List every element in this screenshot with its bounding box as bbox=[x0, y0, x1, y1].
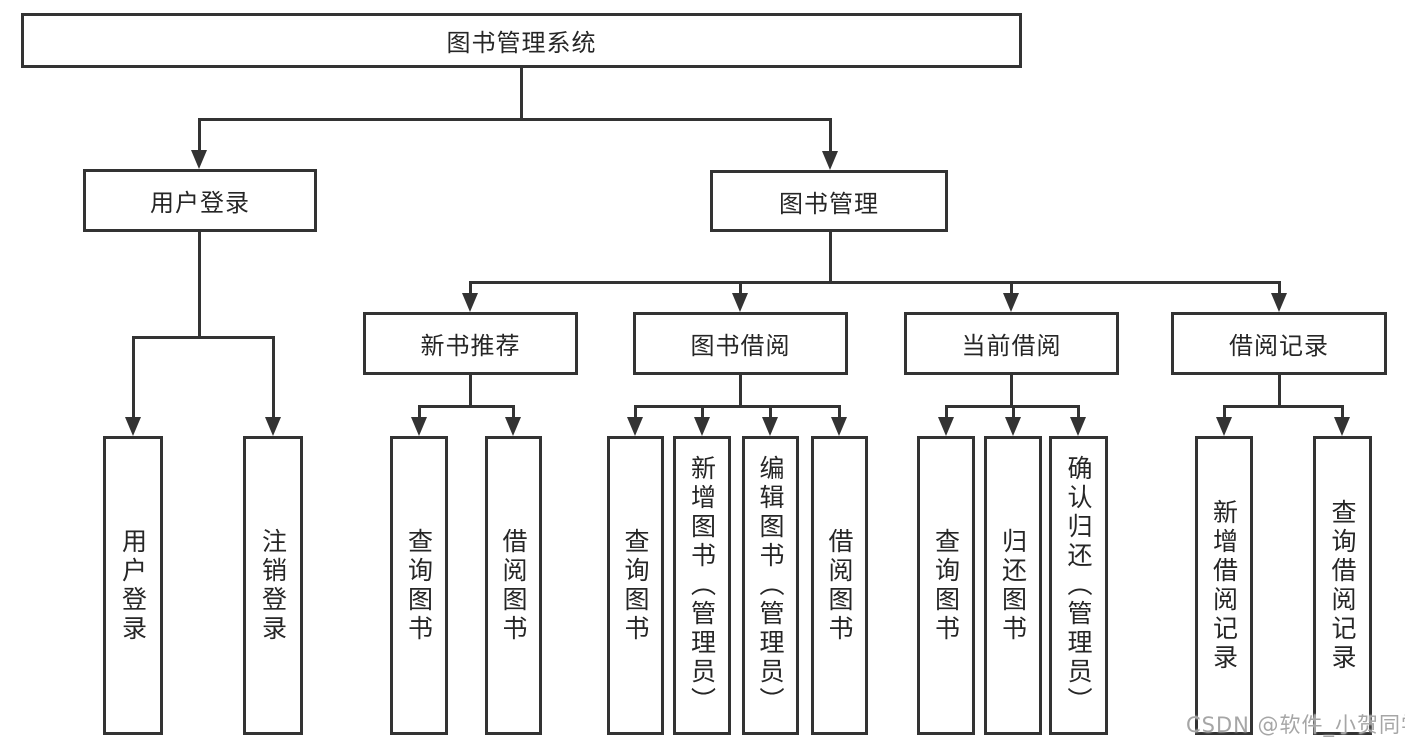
leaf-return-books: 归还图书 bbox=[984, 436, 1042, 735]
connector-book-management-stem bbox=[829, 232, 832, 284]
arrow-down-icon bbox=[265, 417, 281, 436]
node-book-borrowing: 图书借阅 bbox=[633, 312, 848, 375]
connector-drop-book-management bbox=[829, 118, 832, 154]
connector-drop-leaf-user-login bbox=[132, 336, 135, 419]
arrow-down-icon bbox=[762, 417, 778, 436]
node-book-management: 图书管理 bbox=[710, 170, 948, 232]
leaf-add-borrow-record: 新增借阅记录 bbox=[1195, 436, 1253, 735]
connector-new-book-stem bbox=[469, 375, 472, 408]
node-new-book-recommendation: 新书推荐 bbox=[363, 312, 578, 375]
leaf-logout: 注销登录 bbox=[243, 436, 303, 735]
connector-drop bbox=[701, 405, 704, 419]
leaf-add-books-admin: 新增图书（管理员） bbox=[673, 436, 731, 735]
connector-book-borrow-split bbox=[634, 405, 841, 408]
arrow-down-icon bbox=[831, 417, 847, 436]
connector-drop-current-borrow bbox=[1010, 281, 1013, 296]
connector-drop bbox=[838, 405, 841, 419]
node-borrowing-records: 借阅记录 bbox=[1171, 312, 1387, 375]
arrow-down-icon bbox=[938, 417, 954, 436]
arrow-down-icon bbox=[627, 417, 643, 436]
connector-root-split bbox=[198, 118, 832, 121]
leaf-query-books-current: 查询图书 bbox=[917, 436, 975, 735]
node-user-login: 用户登录 bbox=[83, 169, 317, 232]
connector-drop bbox=[1223, 405, 1226, 419]
connector-drop bbox=[634, 405, 637, 419]
connector-drop bbox=[1077, 405, 1080, 419]
connector-drop bbox=[512, 405, 515, 419]
leaf-confirm-return-admin: 确认归还（管理员） bbox=[1049, 436, 1108, 735]
leaf-query-books-borrow: 查询图书 bbox=[607, 436, 664, 735]
connector-borrow-records-split bbox=[1223, 405, 1344, 408]
connector-user-login-stem bbox=[198, 232, 201, 339]
node-current-borrowing: 当前借阅 bbox=[904, 312, 1119, 375]
connector-user-login-split bbox=[132, 336, 275, 339]
connector-drop-leaf-logout bbox=[272, 336, 275, 419]
arrow-down-icon bbox=[1334, 417, 1350, 436]
arrow-down-icon bbox=[1070, 417, 1086, 436]
connector-new-book-split bbox=[418, 405, 515, 408]
connector-drop-new-book bbox=[469, 281, 472, 296]
arrow-down-icon bbox=[411, 417, 427, 436]
connector-drop bbox=[769, 405, 772, 419]
leaf-edit-books-admin: 编辑图书（管理员） bbox=[742, 436, 799, 735]
arrow-down-icon bbox=[462, 293, 478, 312]
connector-borrow-records-stem bbox=[1278, 375, 1281, 408]
arrow-down-icon bbox=[694, 417, 710, 436]
leaf-query-borrow-record: 查询借阅记录 bbox=[1313, 436, 1372, 735]
arrow-down-icon bbox=[732, 293, 748, 312]
leaf-user-login: 用户登录 bbox=[103, 436, 163, 735]
connector-book-borrow-stem bbox=[739, 375, 742, 408]
node-library-management-system: 图书管理系统 bbox=[21, 13, 1022, 68]
leaf-borrow-books: 借阅图书 bbox=[811, 436, 868, 735]
connector-drop bbox=[418, 405, 421, 419]
connector-drop-borrow-records bbox=[1278, 281, 1281, 296]
arrow-down-icon bbox=[1005, 417, 1021, 436]
connector-root-stem bbox=[520, 68, 523, 121]
connector-drop-book-borrow bbox=[739, 281, 742, 296]
arrow-down-icon bbox=[191, 150, 207, 169]
connector-drop bbox=[945, 405, 948, 419]
connector-drop-user-login bbox=[198, 118, 201, 153]
arrow-down-icon bbox=[1003, 293, 1019, 312]
arrow-down-icon bbox=[505, 417, 521, 436]
connector-book-management-split bbox=[469, 281, 1281, 284]
leaf-query-books-recommend: 查询图书 bbox=[390, 436, 448, 735]
connector-drop bbox=[1012, 405, 1015, 419]
connector-current-borrow-stem bbox=[1010, 375, 1013, 408]
arrow-down-icon bbox=[125, 417, 141, 436]
arrow-down-icon bbox=[1216, 417, 1232, 436]
arrow-down-icon bbox=[1271, 293, 1287, 312]
arrow-down-icon bbox=[822, 151, 838, 170]
csdn-watermark: CSDN @软件_小贺同学 bbox=[1186, 713, 1405, 737]
connector-drop bbox=[1341, 405, 1344, 419]
leaf-borrow-books-recommend: 借阅图书 bbox=[485, 436, 542, 735]
